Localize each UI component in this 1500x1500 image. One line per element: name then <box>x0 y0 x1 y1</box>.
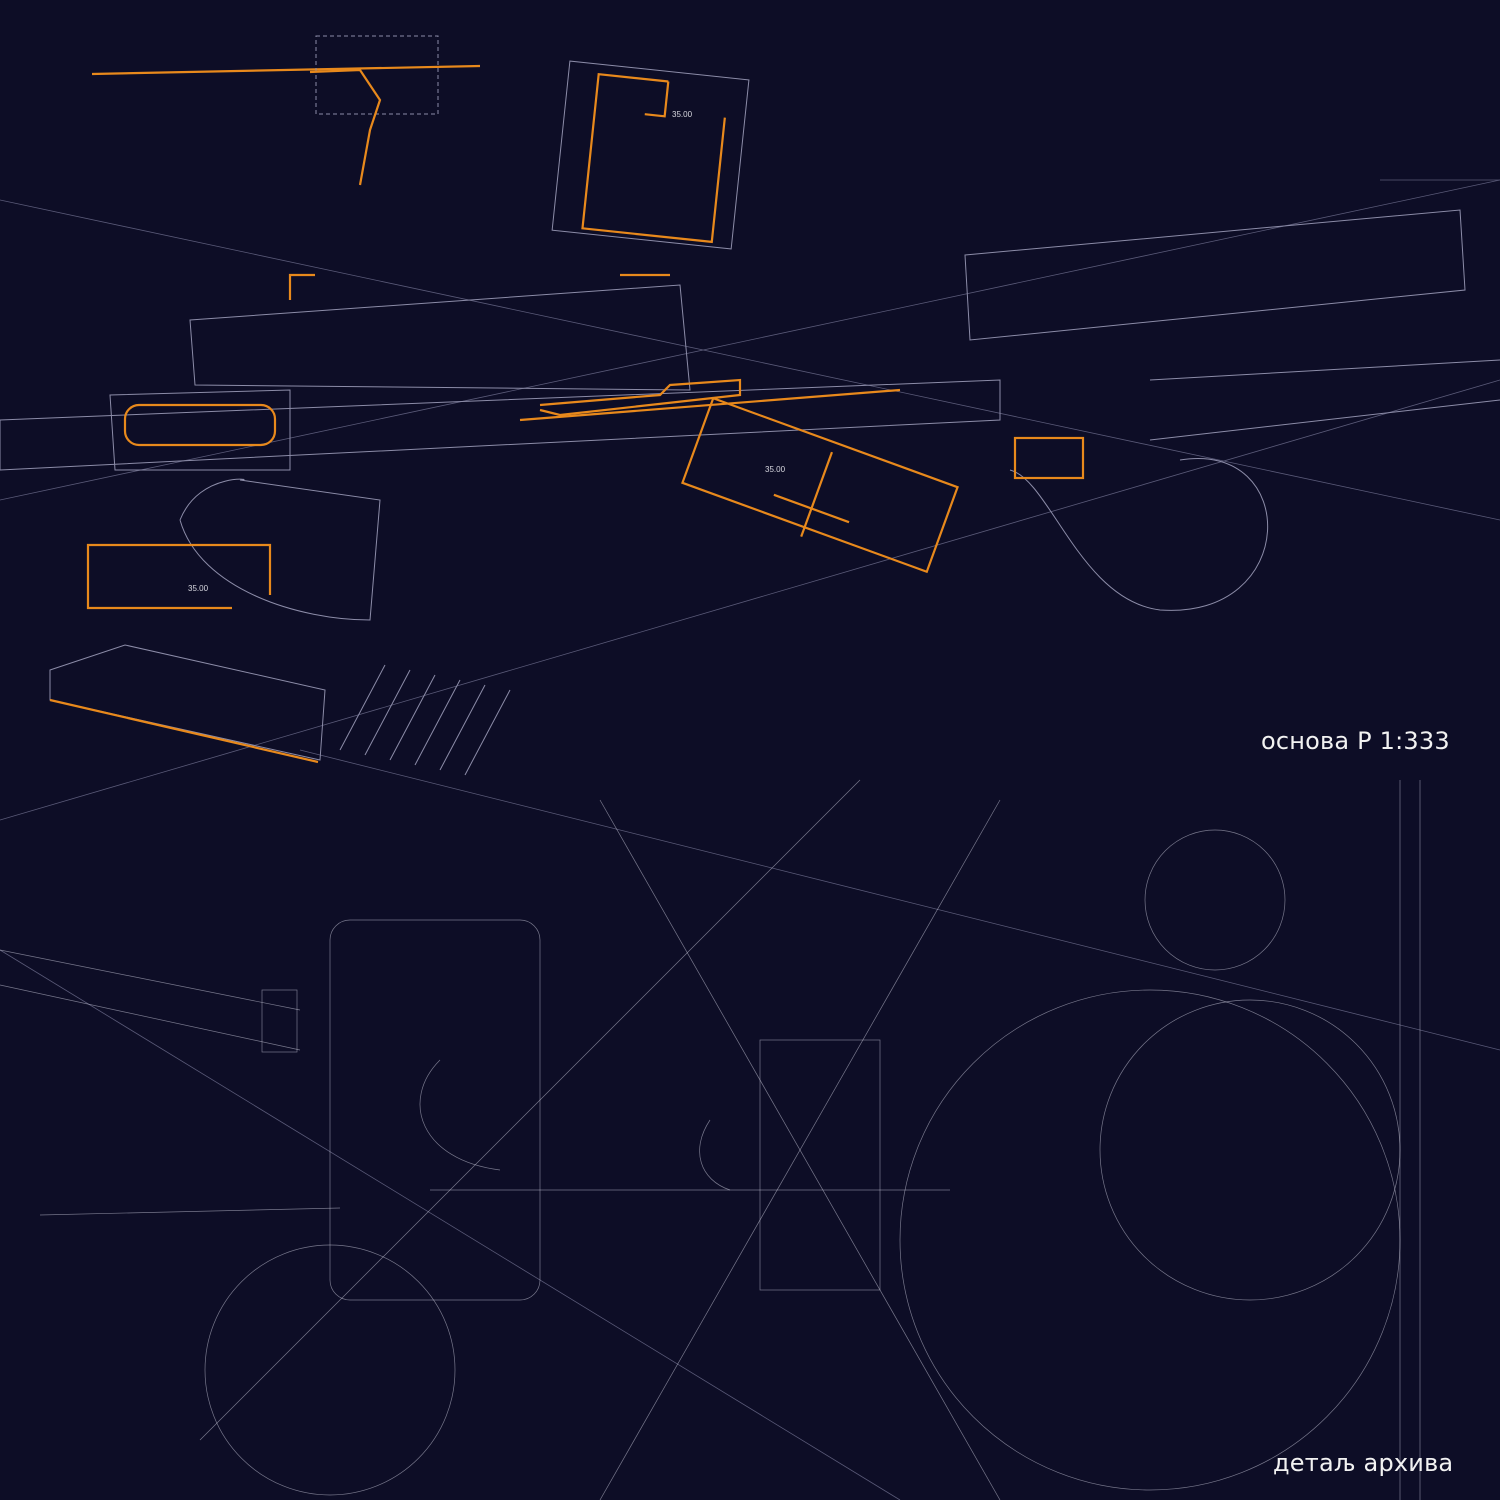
level-mark: 35.00 <box>672 110 693 119</box>
room-plan <box>551 60 750 250</box>
level-mark: 35.00 <box>765 465 786 474</box>
level-mark: 35.00 <box>188 584 209 593</box>
left-room-plan <box>49 543 511 776</box>
plan-scale-caption: основа P 1:333 <box>1261 727 1450 755</box>
annex-plan <box>681 396 959 574</box>
main-building-plan <box>0 209 1500 621</box>
archive-detail-wireframe <box>0 779 1421 1500</box>
site-key-plan <box>91 35 481 186</box>
detail-caption: детаљ архива <box>1273 1449 1454 1477</box>
